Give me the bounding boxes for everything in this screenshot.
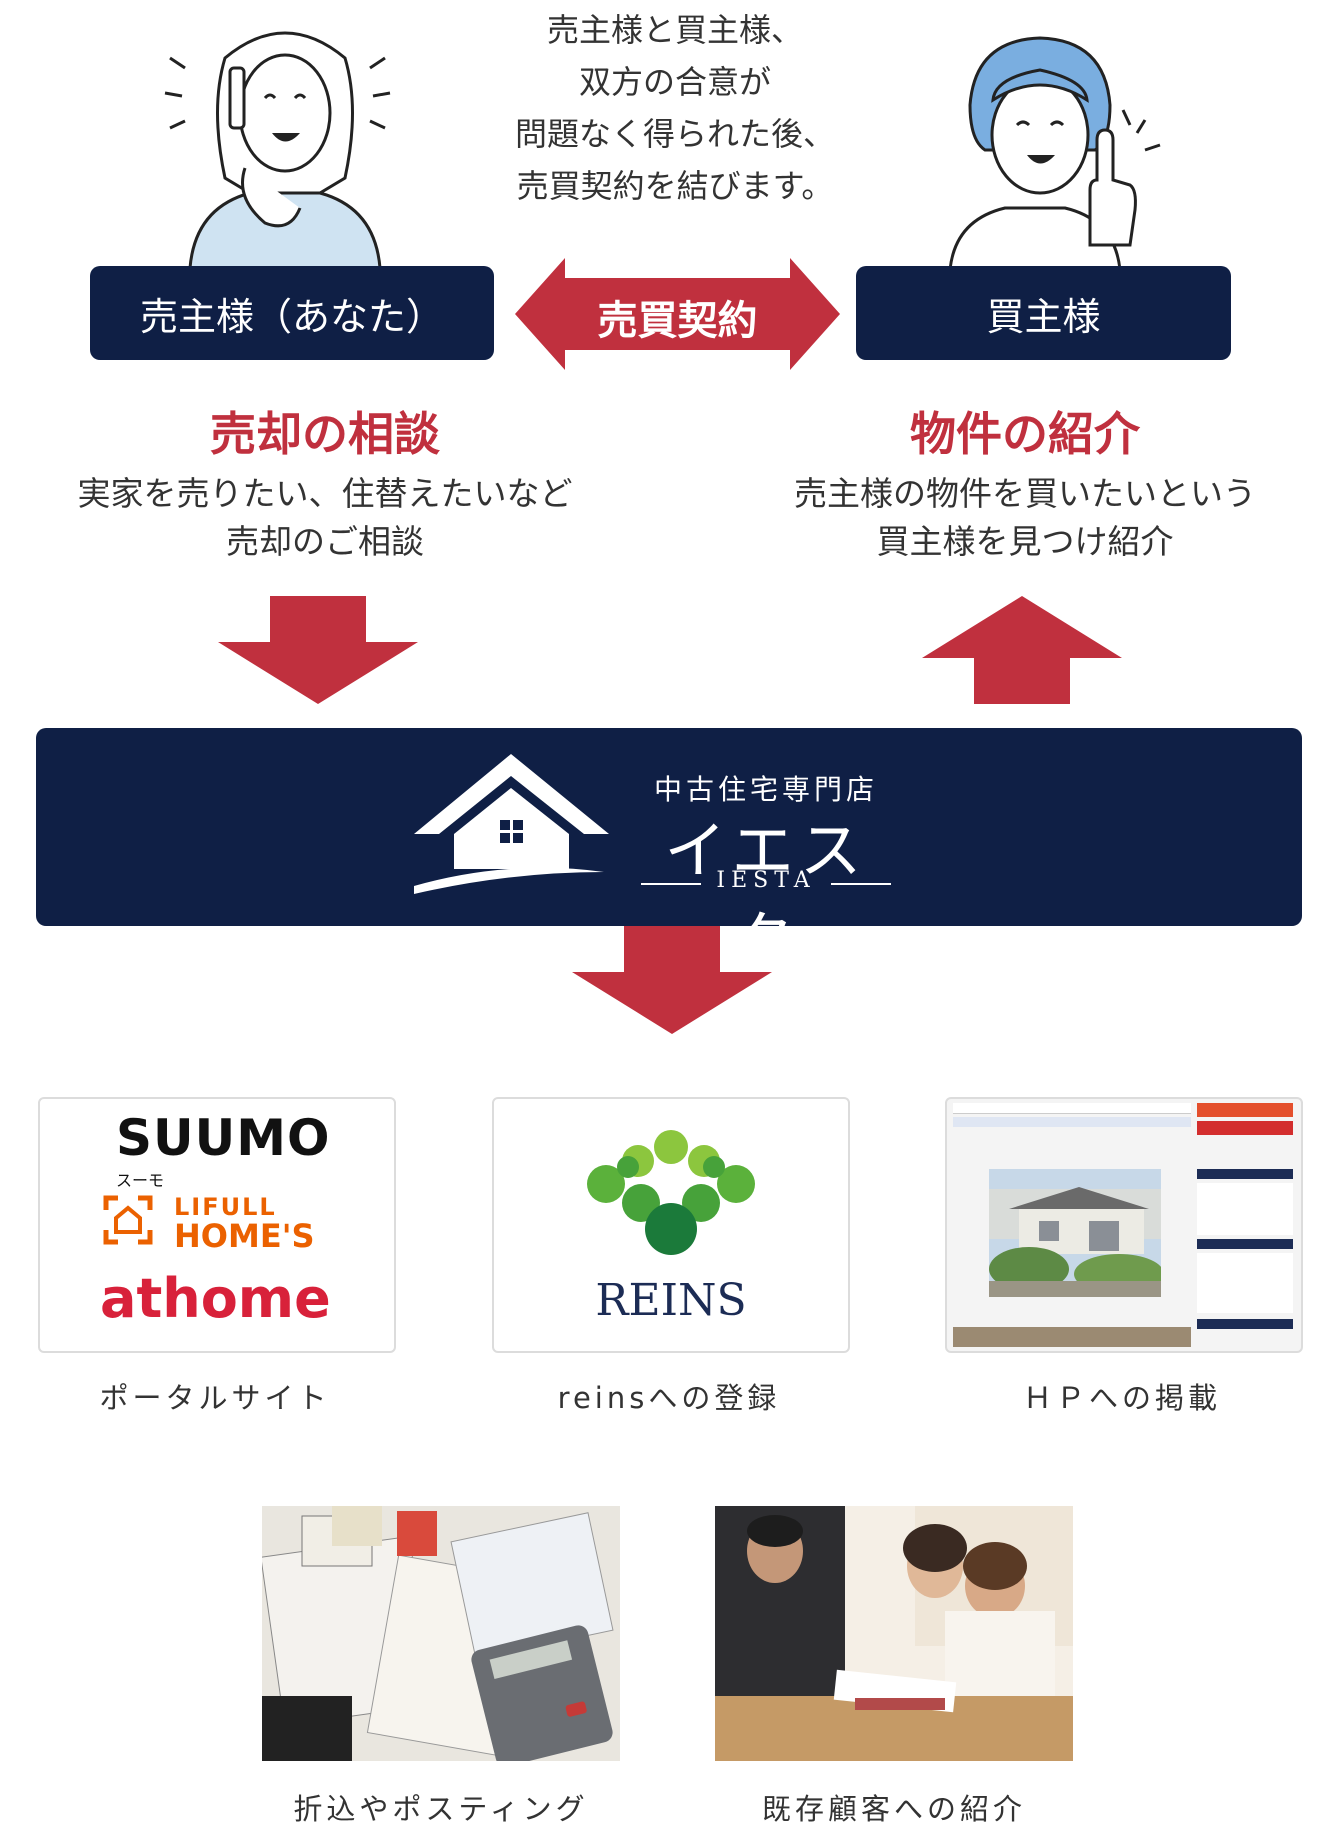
screenshot-button <box>1197 1103 1293 1117</box>
channel-caption: 折込やポスティング <box>293 1792 589 1826</box>
homes-logo: HOME'S <box>174 1217 315 1255</box>
customers-photo <box>715 1506 1073 1761</box>
screenshot-sidebar-heading <box>1197 1169 1293 1179</box>
athome-logo: athome <box>100 1267 331 1330</box>
company-tagline: 中古住宅専門店 <box>653 773 878 806</box>
right-step-desc-line: 買主様を見つけ紹介 <box>876 522 1174 561</box>
channel-caption: ポータルサイト <box>99 1381 331 1415</box>
intro-line: 双方の合意が <box>578 63 771 101</box>
intro-line: 売主様と買主様、 <box>546 11 803 49</box>
screenshot-sidebar-list <box>1197 1253 1293 1313</box>
reins-logo: REINS <box>595 1275 747 1326</box>
channel-caption: 既存顧客への紹介 <box>761 1792 1026 1826</box>
reins-card: REINS <box>492 1097 850 1353</box>
buyer-illustration <box>948 36 1161 272</box>
divider <box>831 883 891 885</box>
seller-illustration <box>164 31 391 270</box>
suumo-sub: スーモ <box>116 1171 165 1190</box>
screenshot-button <box>1197 1121 1293 1135</box>
left-step-desc-line: 実家を売りたい、住替えたいなど <box>77 474 573 513</box>
up-arrow-icon <box>922 596 1122 704</box>
seller-box: 売主様（あなた） <box>90 266 494 360</box>
right-step-desc: 売主様の物件を買いたいという 買主様を見つけ紹介 <box>730 470 1320 566</box>
contract-label: 売買契約 <box>597 298 758 344</box>
homepage-screenshot <box>945 1097 1303 1353</box>
screenshot-sidebar-list <box>1197 1183 1293 1235</box>
lifull-house-icon <box>103 1195 153 1245</box>
left-step-title: 売却の相談 <box>210 407 440 461</box>
portal-sites-card: SUUMO スーモ LIFULL HOME'S athome <box>38 1097 396 1353</box>
house-photo <box>989 1169 1161 1297</box>
down-arrow-icon <box>572 926 772 1034</box>
screenshot-header <box>953 1103 1191 1114</box>
seller-label: 売主様（あなた） <box>139 294 444 339</box>
left-step-desc-line: 売却のご相談 <box>226 522 424 561</box>
channel-caption: ＨＰへの掲載 <box>1022 1381 1221 1415</box>
screenshot-sidebar-heading <box>1197 1319 1293 1329</box>
divider <box>641 883 701 885</box>
company-name: イエスタ <box>664 814 868 977</box>
screenshot-thumbnails <box>953 1327 1191 1347</box>
right-step-desc-line: 売主様の物件を買いたいという <box>794 474 1256 513</box>
intro-text: 売主様と買主様、 双方の合意が 問題なく得られた後、 売買契約を結びます。 <box>440 4 910 212</box>
flyers-photo <box>262 1506 620 1761</box>
contract-double-arrow <box>515 258 840 370</box>
screenshot-tabs <box>953 1117 1191 1127</box>
screenshot-sidebar-heading <box>1197 1239 1293 1249</box>
house-logo-icon <box>414 754 609 894</box>
right-step-title: 物件の紹介 <box>910 407 1140 461</box>
company-banner: 中古住宅専門店 イエスタ IESTA <box>36 728 1302 977</box>
channel-caption: reinsへの登録 <box>557 1381 781 1415</box>
lifull-logo: LIFULL <box>174 1193 277 1221</box>
left-step-desc: 実家を売りたい、住替えたいなど 売却のご相談 <box>20 470 630 566</box>
down-arrow-icon <box>218 596 418 704</box>
buyer-label: 買主様 <box>986 294 1101 339</box>
reins-emblem-icon <box>587 1130 755 1255</box>
intro-line: 問題なく得られた後、 <box>514 115 835 153</box>
suumo-logo: SUUMO <box>116 1109 331 1167</box>
company-roman: IESTA <box>716 868 816 893</box>
intro-line: 売買契約を結びます。 <box>516 167 834 205</box>
buyer-box: 買主様 <box>856 266 1231 360</box>
